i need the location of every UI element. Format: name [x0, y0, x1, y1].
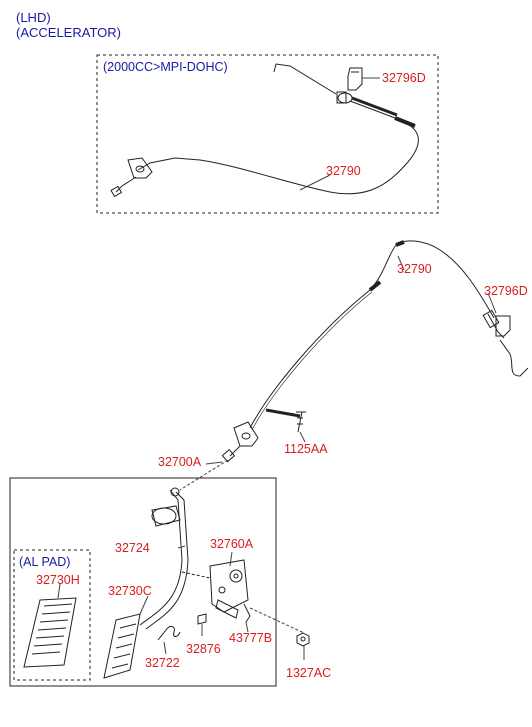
label-pedal-arm: 32724 [115, 541, 150, 555]
header-lhd: (LHD) [16, 10, 51, 25]
al-pad-box [13, 549, 91, 681]
label-spring: 32722 [145, 656, 180, 670]
main-bracket-clip [495, 315, 511, 337]
clip-43777b [243, 603, 251, 623]
main-cable-flange [233, 421, 259, 447]
label-top-bracket: 32796D [382, 71, 426, 85]
main-cable-housing [249, 240, 495, 429]
stopper-32876 [197, 613, 207, 625]
label-al-pad: 32730H [36, 573, 80, 587]
pedal-arm [139, 489, 183, 626]
bolt-1125aa [296, 411, 306, 433]
pedal-bracket [209, 559, 249, 613]
engine-variant-caption: (2000CC>MPI-DOHC) [103, 60, 228, 74]
label-pedal-assembly: 32700A [158, 455, 202, 469]
label-pad: 32730C [108, 584, 152, 598]
label-bracket: 32760A [210, 537, 254, 551]
label-main-bracket: 32796D [484, 284, 528, 298]
top-cable-housing [174, 100, 419, 195]
al-pad-caption: (AL PAD) [19, 555, 71, 569]
header-accelerator: (ACCELERATOR) [16, 25, 121, 40]
label-top-cable: 32790 [326, 164, 361, 178]
nut-1327ac [296, 632, 310, 647]
label-clip: 43777B [229, 631, 273, 645]
label-main-cable: 32790 [397, 262, 432, 276]
label-bolt: 1125AA [284, 442, 328, 456]
top-cable-wire [273, 63, 337, 95]
engine-variant-box [96, 54, 439, 214]
al-pad [23, 597, 77, 668]
main-cable-wire [499, 339, 529, 377]
top-cable-flange [127, 157, 153, 179]
top-bracket-clip [347, 67, 363, 91]
pedal-pad [103, 613, 141, 679]
label-nut: 1327AC [286, 666, 332, 680]
label-stopper: 32876 [186, 642, 221, 656]
spring-32722 [157, 625, 181, 641]
top-cable-end [115, 176, 137, 193]
pedal-assembly-box [9, 477, 277, 687]
